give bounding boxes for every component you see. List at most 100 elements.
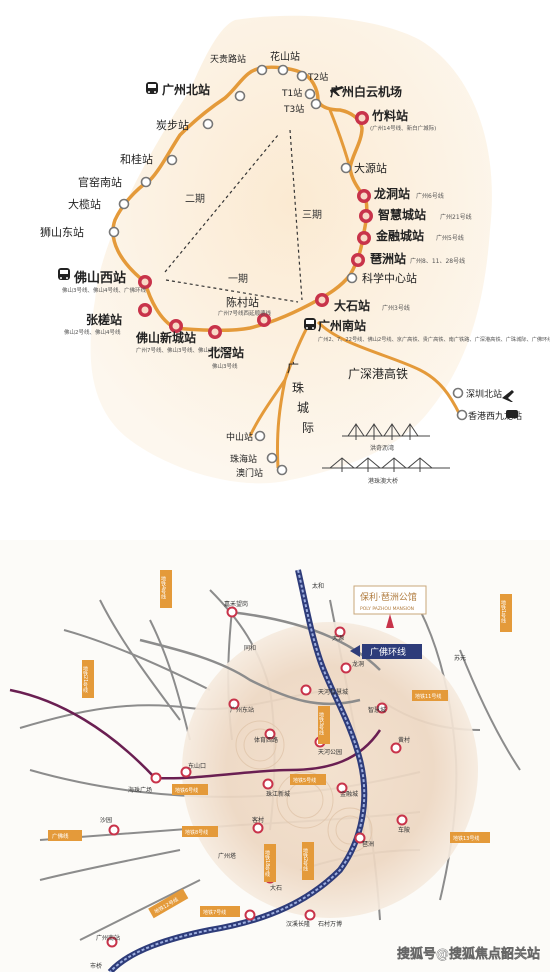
- badge-l2: 地铁2号线: [302, 842, 314, 880]
- station-label: 和桂站: [120, 152, 153, 166]
- svg-text:嘉禾望岗: 嘉禾望岗: [224, 600, 248, 608]
- svg-text:地铁13号线: 地铁13号线: [453, 835, 479, 842]
- station-dot: [118, 198, 130, 210]
- svg-text:大源: 大源: [332, 634, 344, 642]
- svg-text:石村万博: 石村万博: [318, 920, 342, 928]
- line-badges: 地铁3号线 地铁5号线 地铁6号线 地铁8号线 地铁11号线 地铁13号线 地铁…: [48, 570, 512, 919]
- svg-text:地铁8号线: 地铁8号线: [185, 829, 208, 836]
- station-label: 珠海站: [230, 453, 257, 465]
- station-label: 官窑南站: [78, 175, 122, 189]
- station-dot: [277, 64, 289, 76]
- badge-l11: 地铁11号线: [412, 690, 448, 701]
- badge-l18: 地铁18号线: [264, 844, 276, 882]
- svg-text:琶洲: 琶洲: [362, 841, 374, 848]
- svg-text:汉溪长隆: 汉溪长隆: [286, 920, 310, 928]
- top-map-background: [90, 15, 492, 484]
- station-dot: [256, 64, 268, 76]
- interchange-zhangcha: [138, 303, 152, 317]
- station-label: T2站: [307, 71, 328, 83]
- badge-l5: 地铁5号线: [290, 774, 326, 785]
- badge-l4: 地铁4号线: [160, 570, 172, 608]
- station-dot: [140, 176, 152, 188]
- interchange-chencun: [257, 313, 271, 327]
- interchange-zhuliao: [355, 111, 369, 125]
- station-dot: [226, 606, 238, 618]
- phase3-label: 三期: [302, 209, 322, 221]
- station-sublabel: 广州2、7、22号线、佛山2号线、京广高铁、贵广高铁、南广铁路、广深港高铁、广珠…: [318, 335, 550, 343]
- interchange-pazhou: [351, 253, 365, 267]
- station-dot: [276, 464, 288, 476]
- station-sublabel: 广州7号线、佛山3号线、佛山2号线: [136, 346, 224, 354]
- station-dot: [244, 909, 256, 921]
- station-dot: [108, 226, 120, 238]
- bridge-hongqili-icon: [342, 423, 430, 440]
- station-label: 深圳北站: [466, 388, 502, 400]
- interchange-beijiao: [208, 325, 222, 339]
- arrow-left-icon: [350, 645, 360, 657]
- station-label: 狮山东站: [40, 225, 84, 239]
- station-label: 佛山西站: [73, 270, 126, 286]
- train-icon-gz-north: [146, 82, 158, 94]
- svg-text:广州南站: 广州南站: [96, 934, 120, 942]
- svg-text:珠: 珠: [292, 381, 304, 395]
- svg-text:智慧城: 智慧城: [368, 706, 386, 714]
- svg-text:客村: 客村: [252, 816, 264, 824]
- station-dot: [108, 824, 120, 836]
- station-dot: [262, 778, 274, 790]
- station-dot: [106, 936, 118, 948]
- train-icon-hk-west: [506, 410, 518, 418]
- phase1-label: 一期: [228, 273, 248, 285]
- station-sublabel: 广州7号线西延顺德线: [218, 309, 271, 317]
- svg-text:广州塔: 广州塔: [218, 852, 236, 860]
- station-label: 中山站: [226, 431, 253, 443]
- project-title: 保利·琶洲公馆: [360, 591, 417, 603]
- station-dot: [296, 70, 308, 82]
- svg-text:地铁4号线: 地铁4号线: [160, 575, 166, 599]
- svg-text:地铁2号线: 地铁2号线: [302, 847, 308, 871]
- bridge-label: 洪奇沥湾: [370, 444, 394, 452]
- station-label: 香港西九龙站: [468, 410, 522, 422]
- svg-text:地铁1号线: 地铁1号线: [500, 599, 506, 623]
- station-sublabel: 广州5号线: [436, 234, 464, 242]
- svg-text:地铁21号线: 地铁21号线: [82, 665, 88, 692]
- svg-text:同和: 同和: [244, 644, 256, 652]
- station-label: 花山站: [270, 50, 300, 63]
- station-label: 佛山新城站: [135, 330, 196, 345]
- station-sublabel: 广州3号线: [382, 304, 410, 312]
- station-dot: [266, 452, 278, 464]
- station-label: 炭步站: [156, 118, 189, 132]
- station-label: 广州北站: [162, 82, 210, 97]
- phase3-arrow: [289, 129, 303, 301]
- station-dot: [376, 702, 388, 714]
- interchange-stations: [138, 111, 373, 339]
- circle-line-label: 广佛环线: [370, 646, 406, 658]
- svg-text:天河公园: 天河公园: [318, 748, 342, 756]
- svg-text:广州东站: 广州东站: [230, 706, 254, 714]
- interchange-dashi: [315, 293, 329, 307]
- interchange-fsxc: [169, 319, 183, 333]
- svg-text:龙洞: 龙洞: [352, 660, 364, 668]
- station-dot: [452, 387, 464, 399]
- svg-text:际: 际: [302, 421, 314, 435]
- train-icon-gz-south: [304, 318, 316, 330]
- badge-l13: 地铁13号线: [450, 832, 490, 843]
- station-label: 北滘站: [208, 345, 244, 360]
- svg-text:地铁5号线: 地铁5号线: [293, 777, 316, 784]
- station-dot: [304, 88, 316, 100]
- north-spur-line: [328, 109, 352, 169]
- interchange-zhihui: [359, 209, 373, 223]
- station-dot: [456, 409, 468, 421]
- svg-text:大石: 大石: [270, 884, 282, 892]
- station-label: 澳门站: [236, 467, 263, 479]
- badge-gf: 广佛线: [48, 830, 82, 841]
- station-dot: [334, 626, 346, 638]
- badge-l3: 地铁3号线: [318, 706, 330, 744]
- station-dot: [180, 766, 192, 778]
- train-icon-baiyun: [330, 86, 344, 96]
- bottom-station-labels: 太和 嘉禾望岗 同和 大源 龙洞 苏元 天河智慧城 智慧城 广州东站 体育西路 …: [90, 582, 466, 970]
- watermark-text: 搜狐号@搜狐焦点韶关站: [397, 946, 540, 962]
- colored-metro-lines: [9, 610, 382, 780]
- station-dot: [304, 909, 316, 921]
- station-label: 陈村站: [226, 295, 259, 309]
